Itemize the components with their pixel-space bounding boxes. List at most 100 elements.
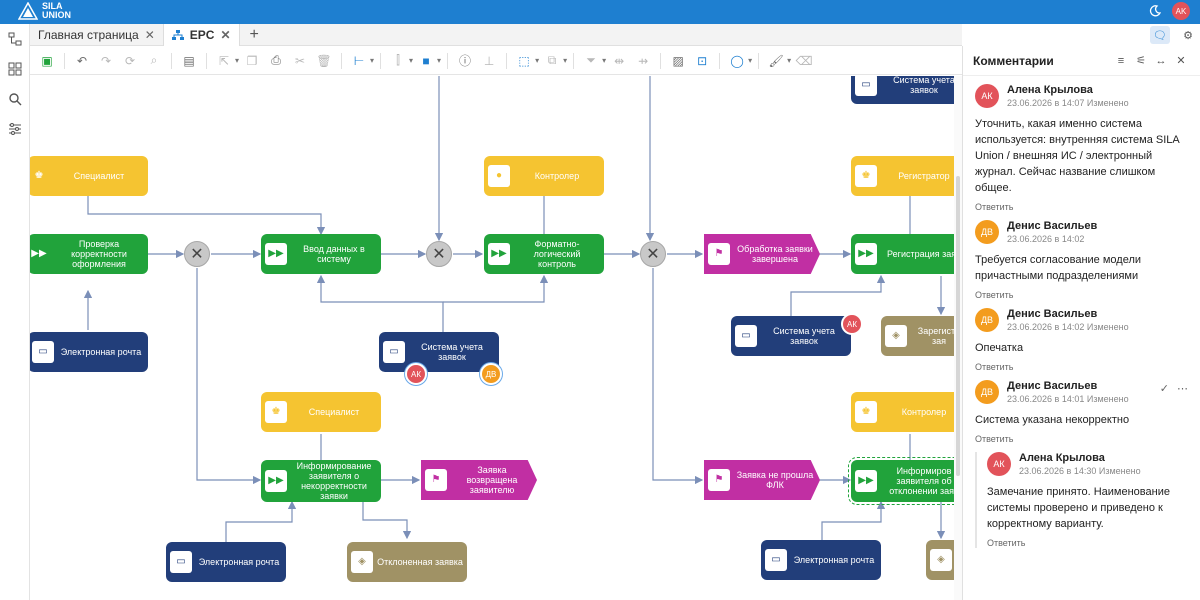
node-role-specialist-1[interactable]: ♚ Специалист	[30, 156, 148, 196]
canvas-scrollbar[interactable]	[954, 76, 962, 600]
node-role-controller-1[interactable]: ● Контролер	[484, 156, 604, 196]
app-logo[interactable]: SILA UNION	[18, 2, 71, 20]
scrollbar-thumb[interactable]	[956, 176, 960, 476]
chevron-down-icon[interactable]: ▾	[535, 56, 540, 65]
node-function-inform[interactable]: ▶▶ Информирование заявителя о некорректн…	[261, 460, 381, 502]
node-function-input[interactable]: ▶▶ Ввод данных в систему	[261, 234, 381, 274]
group-icon[interactable]: ⧉	[547, 53, 557, 67]
comment-text: Требуется согласование модели причастным…	[975, 254, 1142, 282]
tab-home[interactable]: Главная страница ✕	[30, 23, 164, 46]
diagram-canvas[interactable]: ♚ Специалист ▶▶ Проверка корректности оф…	[30, 76, 954, 600]
reply-link[interactable]: Ответить	[975, 434, 1014, 444]
undo-icon[interactable]: ↶	[76, 53, 88, 68]
node-system-records-2[interactable]: ▭ Система учета заявок	[731, 316, 851, 356]
zoom-icon[interactable]: ⌕	[150, 53, 158, 67]
node-system-records-top[interactable]: ▭ Система учета заявок	[851, 76, 954, 104]
add-tab-icon[interactable]: +	[249, 25, 259, 43]
eraser-icon[interactable]: ⌫	[795, 53, 813, 68]
align-icon[interactable]: ⫿	[396, 53, 400, 67]
avatar: АК	[975, 84, 999, 108]
info-icon[interactable]: ⓘ	[459, 54, 472, 68]
node-function-register[interactable]: ▶▶ Регистрация заяв	[851, 234, 954, 274]
export-icon[interactable]: ⇱	[218, 53, 230, 68]
node-document-rejected[interactable]: ◈ Отклоненная заявка	[347, 542, 467, 582]
more-icon[interactable]: ⋯	[1177, 383, 1188, 395]
select-icon[interactable]: ⬚	[518, 53, 530, 68]
resolve-icon[interactable]: ✓	[1159, 383, 1169, 395]
close-icon[interactable]: ✕	[220, 27, 231, 42]
node-system-email-1[interactable]: ▭ Электронная рочта	[30, 332, 148, 372]
node-function-inform-rejection[interactable]: ▶▶ Информиров заявителя об отклонении за…	[848, 457, 954, 505]
chevron-down-icon[interactable]: ▾	[437, 56, 442, 65]
node-document-registered[interactable]: ◈ Зарегистр зая	[881, 316, 954, 356]
chevron-down-icon[interactable]: ▾	[370, 56, 375, 65]
expand-icon[interactable]: ↔	[1155, 54, 1167, 67]
node-event-processed[interactable]: ⚑ Обработка заявки завершена	[704, 234, 820, 274]
user-avatar[interactable]: AK	[1172, 2, 1190, 20]
node-system-email-3[interactable]: ▭ Электронная рочта	[761, 540, 881, 580]
comment-pin-ak[interactable]: АК	[841, 313, 863, 335]
node-event-returned[interactable]: ⚑ Заявка возвращена заявителю	[421, 460, 537, 500]
format-painter-icon[interactable]: 🖌	[768, 53, 784, 68]
sort-icon[interactable]: ≡	[1117, 54, 1125, 67]
node-role-specialist-2[interactable]: ♚ Специалист	[261, 392, 381, 432]
search-icon[interactable]	[0, 84, 30, 114]
delete-icon[interactable]: 🗑	[316, 53, 332, 68]
xor-gateway[interactable]: ✕	[640, 241, 666, 267]
node-document-partial[interactable]: ◈	[926, 540, 954, 580]
settings-icon[interactable]: ⚙	[1183, 29, 1193, 42]
frame-icon[interactable]: ⊡	[697, 53, 708, 68]
function-icon: ▶▶	[265, 470, 287, 492]
print-icon[interactable]: ⎙	[271, 53, 281, 67]
node-event-not-passed[interactable]: ⚑ Заявка не прошла ФЛК	[704, 460, 820, 500]
comment-pin-dv[interactable]: ДВ	[480, 363, 502, 385]
xor-gateway[interactable]: ✕	[184, 241, 210, 267]
node-system-email-2[interactable]: ▭ Электронная рочта	[166, 542, 286, 582]
chevron-down-icon[interactable]: ▾	[787, 56, 792, 65]
distribute-icon[interactable]: ⇹	[614, 53, 625, 68]
reply-link[interactable]: Ответить	[975, 290, 1014, 300]
paste-icon[interactable]: ▤	[183, 53, 195, 68]
node-system-records-1[interactable]: ▭ Система учета заявок	[379, 332, 499, 372]
close-icon[interactable]: ✕	[144, 27, 155, 42]
xor-gateway[interactable]: ✕	[426, 241, 452, 267]
tab-epc[interactable]: EPC ✕	[163, 23, 240, 46]
redo-icon[interactable]: ↷	[100, 53, 112, 68]
filter-settings-icon[interactable]: ⚟	[1136, 55, 1146, 67]
email-icon: ▭	[170, 551, 192, 573]
close-icon[interactable]: ✕	[1176, 55, 1186, 67]
fill-color-icon[interactable]: ■	[422, 53, 430, 68]
comment: ДВ Денис Васильев 23.06.2026 в 14:02 Изм…	[975, 308, 1188, 372]
filters-icon[interactable]	[0, 114, 30, 144]
palette-icon[interactable]: ▣	[41, 53, 53, 68]
distribute-right-icon[interactable]: ⇸	[638, 53, 649, 68]
copy-icon[interactable]: ❐	[246, 53, 258, 68]
hierarchy-icon[interactable]: ⊥	[483, 53, 495, 68]
comment-pin-ak[interactable]: АК	[405, 363, 427, 385]
chevron-down-icon[interactable]: ▾	[602, 56, 607, 65]
node-role-registrar[interactable]: ♚ Регистратор	[851, 156, 954, 196]
comments-toggle-icon[interactable]: 🗨	[1150, 26, 1170, 44]
process-tree-icon[interactable]	[0, 24, 30, 54]
image-icon[interactable]: ▨	[672, 53, 684, 68]
chevron-down-icon[interactable]: ▾	[748, 56, 753, 65]
node-function-check[interactable]: ▶▶ Проверка корректности оформления	[30, 234, 148, 274]
comment-meta: 23.06.2026 в 14:30 Изменено	[1019, 466, 1141, 476]
node-label: Электронная рочта	[198, 557, 280, 567]
chevron-down-icon[interactable]: ▾	[563, 56, 568, 65]
cut-icon[interactable]: ✂	[294, 53, 306, 68]
connector-icon[interactable]: ⊢	[353, 53, 365, 68]
reply-link[interactable]: Ответить	[987, 538, 1026, 548]
modules-icon[interactable]	[0, 54, 30, 84]
reply-link[interactable]: Ответить	[975, 362, 1014, 372]
chevron-down-icon[interactable]: ▾	[409, 56, 414, 65]
email-icon: ▭	[765, 549, 787, 571]
refresh-icon[interactable]: ⟳	[124, 53, 136, 68]
chevron-down-icon[interactable]: ▾	[235, 56, 240, 65]
theme-toggle-icon[interactable]	[1146, 2, 1164, 20]
shape-icon[interactable]: ◯	[730, 53, 744, 68]
reply-link[interactable]: Ответить	[975, 202, 1014, 212]
node-function-format-control[interactable]: ▶▶ Форматно-логический контроль	[484, 234, 604, 274]
node-role-controller-2[interactable]: ♚ Контролер	[851, 392, 954, 432]
filter-icon[interactable]: ⏷	[586, 53, 596, 67]
